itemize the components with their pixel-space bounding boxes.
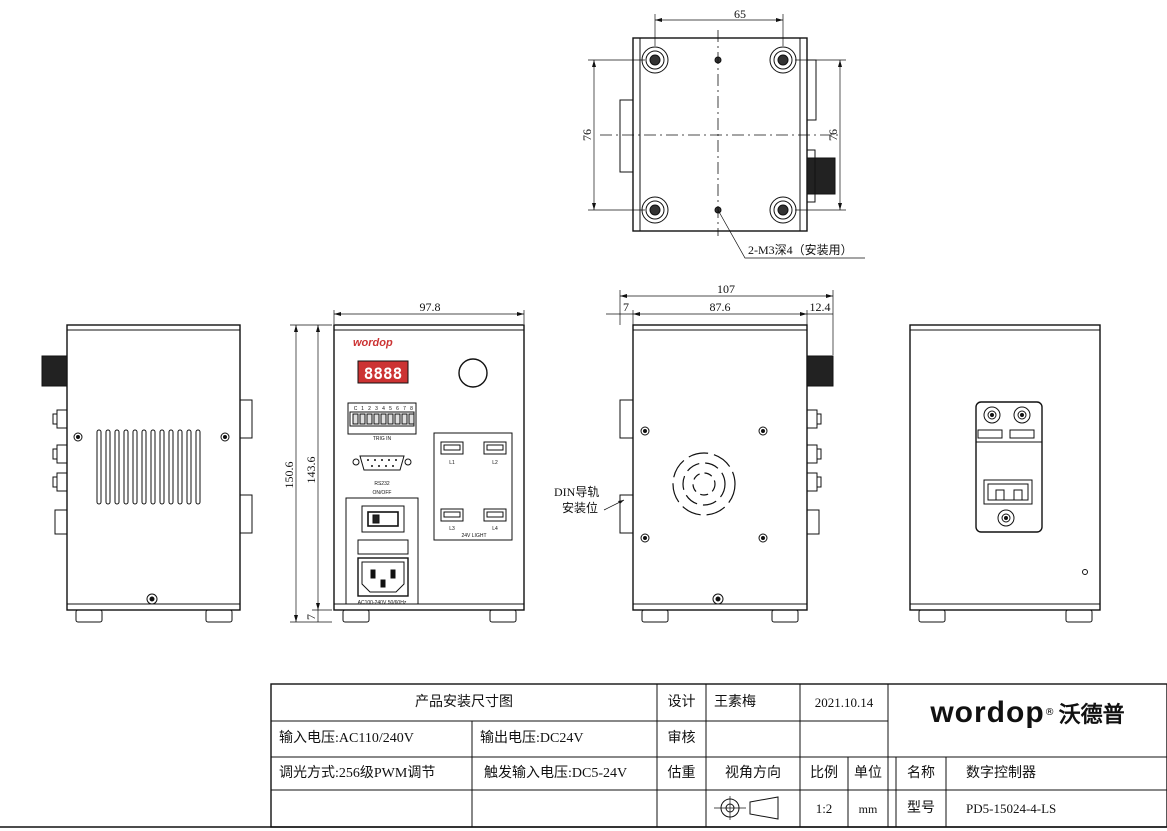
logo-text-en: wordop xyxy=(930,695,1045,729)
fan-grille xyxy=(672,452,736,516)
iec-inlet xyxy=(357,557,409,597)
logo-registered-mark: ® xyxy=(1044,707,1055,718)
left-view-knob xyxy=(41,355,68,387)
led-display xyxy=(357,360,409,384)
trig-pin xyxy=(394,413,401,425)
dim-12-4-label: 12.4 xyxy=(810,300,831,314)
trig-pin-label: 7 xyxy=(403,406,406,412)
dimming-method: 调光方式:256级PWM调节 xyxy=(279,765,436,781)
trigger-voltage: 触发输入电压:DC5-24V xyxy=(484,765,628,781)
input-voltage: 输入电压:AC110/240V xyxy=(279,731,414,746)
trig-pin-label: 5 xyxy=(389,406,392,412)
rs232-label: RS232 xyxy=(374,481,390,487)
front-panel-logo: wordop xyxy=(353,337,393,349)
dim-7-left-label: 7 xyxy=(623,300,629,314)
designer-name: 王素梅 xyxy=(714,694,756,710)
model-number: PD5-15024-4-LS xyxy=(966,801,1057,816)
trig-pin xyxy=(352,413,359,425)
power-input-label: AC100-240V 50/60Hz xyxy=(358,600,407,606)
view-direction-label: 视角方向 xyxy=(725,765,781,781)
trig-pin-label: 3 xyxy=(375,406,378,412)
title-block: 产品安装尺寸图 设计 王素梅 2021.10.14 wordop®沃德普 输入电… xyxy=(271,684,1167,827)
light-label: 24V LIGHT xyxy=(461,533,486,539)
din-rail-clip xyxy=(975,401,1043,533)
logo-text-cn: 沃德普 xyxy=(1058,702,1125,728)
trig-pin-label: 4 xyxy=(382,406,385,412)
din-rail-label-1: DIN导轨 xyxy=(554,485,599,499)
out-label-l3: L3 xyxy=(449,526,455,532)
trig-pin xyxy=(359,413,366,425)
dim-143-6-label: 143.6 xyxy=(304,457,318,484)
din-rail-label-2: 安装位 xyxy=(562,500,598,515)
trig-pin-label: 1 xyxy=(361,406,364,412)
dim-65-label: 65 xyxy=(734,7,746,21)
left-side-view xyxy=(41,324,253,623)
power-switch xyxy=(361,505,405,533)
dim-150-6-label: 150.6 xyxy=(282,462,296,489)
design-label: 设计 xyxy=(667,694,696,710)
out-label-l2: L2 xyxy=(492,460,498,466)
trig-pin xyxy=(373,413,380,425)
top-view-knob xyxy=(806,157,836,195)
out-label-l4: L4 xyxy=(492,526,498,532)
trig-terminal xyxy=(347,402,417,435)
projection-symbol-icon xyxy=(714,796,779,820)
ventilation-slots xyxy=(96,429,201,505)
right-side-view: 107 7 87.6 12.4 DIN导轨 安装位 xyxy=(554,282,834,623)
dim-87-6-label: 87.6 xyxy=(710,300,731,314)
rs232-port xyxy=(359,455,405,471)
drawing-title: 产品安装尺寸图 xyxy=(415,694,513,710)
dim-76-left-label: 76 xyxy=(580,129,594,141)
trig-pin xyxy=(380,413,387,425)
company-logo: wordop®沃德普 xyxy=(888,684,1167,741)
name-label: 名称 xyxy=(907,765,935,781)
dim-7-foot-label: 7 xyxy=(304,614,318,620)
weight-label: 估重 xyxy=(667,765,696,781)
power-module xyxy=(345,497,419,605)
scale-label: 比例 xyxy=(810,765,838,781)
unit-value: mm xyxy=(858,801,878,816)
output-connectors xyxy=(440,441,507,522)
rotary-knob xyxy=(458,358,488,388)
trig-pin xyxy=(387,413,394,425)
trig-pin-label: 2 xyxy=(368,406,371,412)
onoff-label: ON/OFF xyxy=(373,490,392,496)
trig-pin-label: C xyxy=(354,406,358,412)
led-display-digits: 8888 xyxy=(364,364,403,383)
drawing-date: 2021.10.14 xyxy=(814,695,874,710)
trig-pin xyxy=(401,413,408,425)
dim-76-right-label: 76 xyxy=(826,129,840,141)
front-panel xyxy=(333,324,525,611)
scale-value: 1:2 xyxy=(815,801,833,816)
trig-pin xyxy=(408,413,415,425)
rs232-pins xyxy=(367,459,397,467)
output-block xyxy=(433,432,513,541)
output-voltage: 输出电压:DC24V xyxy=(480,731,584,746)
trig-label: TRIG IN xyxy=(373,436,392,442)
dim-107-label: 107 xyxy=(717,282,735,296)
right-view-knob xyxy=(806,355,834,387)
trig-pin-label: 6 xyxy=(396,406,399,412)
product-name: 数字控制器 xyxy=(966,765,1036,781)
dim-97-8-label: 97.8 xyxy=(420,300,441,314)
out-label-l1: L1 xyxy=(449,460,455,466)
model-label: 型号 xyxy=(907,800,935,816)
trig-pin xyxy=(366,413,373,425)
rear-view xyxy=(909,324,1101,623)
top-view: 65 76 76 2-M3深4（安装用） xyxy=(580,7,865,259)
review-label: 审核 xyxy=(667,731,696,746)
trig-pins xyxy=(352,413,415,425)
unit-label: 单位 xyxy=(854,765,882,781)
title-block-frame xyxy=(0,683,1167,828)
mounting-hole-callout: 2-M3深4（安装用） xyxy=(748,242,853,257)
trig-pin-label: 8 xyxy=(410,406,413,412)
